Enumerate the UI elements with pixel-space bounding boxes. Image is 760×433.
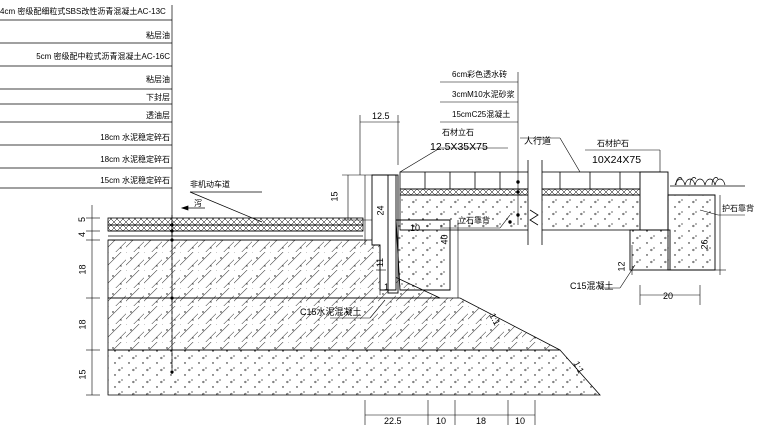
dim-bottom-22-5: 22.5 [384, 416, 402, 426]
dim-curb-height: 24 [375, 205, 386, 216]
sidewalk-structure [399, 160, 661, 245]
slope-text: 泻 [194, 199, 202, 208]
layer-legend-4: 下封层 [146, 93, 170, 102]
planting-symbols [670, 177, 745, 187]
leader-dots [508, 180, 520, 224]
c15-curb-label: C15水泥混凝土 [300, 307, 362, 317]
sidewalk-legend-0: 6cm彩色透水砖 [452, 70, 508, 79]
dim-bottom-10b: 10 [515, 416, 526, 426]
edge-stone [629, 171, 716, 271]
dim-left-18a: 18 [77, 264, 88, 275]
sidewalk-legend-1: 3cmM10水泥砂浆 [452, 90, 515, 99]
dim-curb-top: 12.5 [372, 111, 390, 121]
layer-legend-1: 粘层油 [146, 31, 170, 40]
dim-edge-12: 12 [616, 261, 627, 272]
dim-bottom-18: 18 [476, 416, 487, 426]
dim-40: 40 [439, 234, 450, 245]
dim-bottom-10a: 10 [436, 416, 447, 426]
layer-legend-8: 15cm 水泥稳定碎石 [100, 176, 170, 185]
curb-stone-label: 石材立石 [442, 128, 474, 137]
dim-edge-26: 26 [699, 239, 710, 250]
dim-curb-base-w: 10 [410, 223, 421, 233]
sidewalk-label: 人行道 [524, 136, 552, 146]
curb-dimensions [342, 115, 459, 298]
bike-lane-leader [180, 191, 263, 223]
layer-legend-2: 5cm 密级配中粒式沥青混凝土AC-16C [36, 52, 170, 61]
c15-edge-label: C15混凝土 [570, 281, 614, 291]
dim-edge-20: 20 [663, 291, 674, 301]
reference-dots [170, 223, 174, 374]
leader-lines [330, 72, 745, 319]
curb-stone [371, 174, 451, 294]
layer-legend-6: 18cm 水泥稳定碎石 [100, 133, 170, 142]
bike-lane-label: 非机动车道 [190, 180, 230, 189]
dim-curb-rise: 15 [329, 191, 340, 202]
bottom-dimension-chain [364, 400, 536, 425]
layer-legend-5: 透油层 [146, 111, 170, 120]
dim-left-15: 15 [77, 369, 88, 380]
dim-left-4: 4 [77, 231, 88, 238]
dim-left-18b: 18 [77, 319, 88, 330]
curb-backfill-label: 立石靠背 [458, 216, 490, 225]
edge-dimensions [631, 195, 726, 305]
dim-1: 1 [384, 282, 390, 292]
dim-curb-base-h: 11 [375, 257, 386, 268]
layer-legend-7: 18cm 水泥稳定碎石 [100, 155, 170, 164]
pavement-layers [107, 217, 601, 396]
edge-size-label: 10X24X75 [592, 154, 642, 166]
sidewalk-legend-2: 15cmC25混凝土 [452, 110, 511, 119]
left-dimension-chain [86, 205, 100, 396]
layer-legend-0: 4cm 密级配细粒式SBS改性沥青混凝土AC-13C [0, 7, 166, 16]
edge-backfill-label: 护石靠背 [722, 204, 754, 213]
dim-left-5: 5 [77, 216, 88, 223]
edge-stone-label: 石材护石 [597, 139, 629, 148]
layer-legend-3: 粘层油 [146, 75, 170, 84]
curb-size-label: 12.5X35X75 [430, 141, 488, 153]
